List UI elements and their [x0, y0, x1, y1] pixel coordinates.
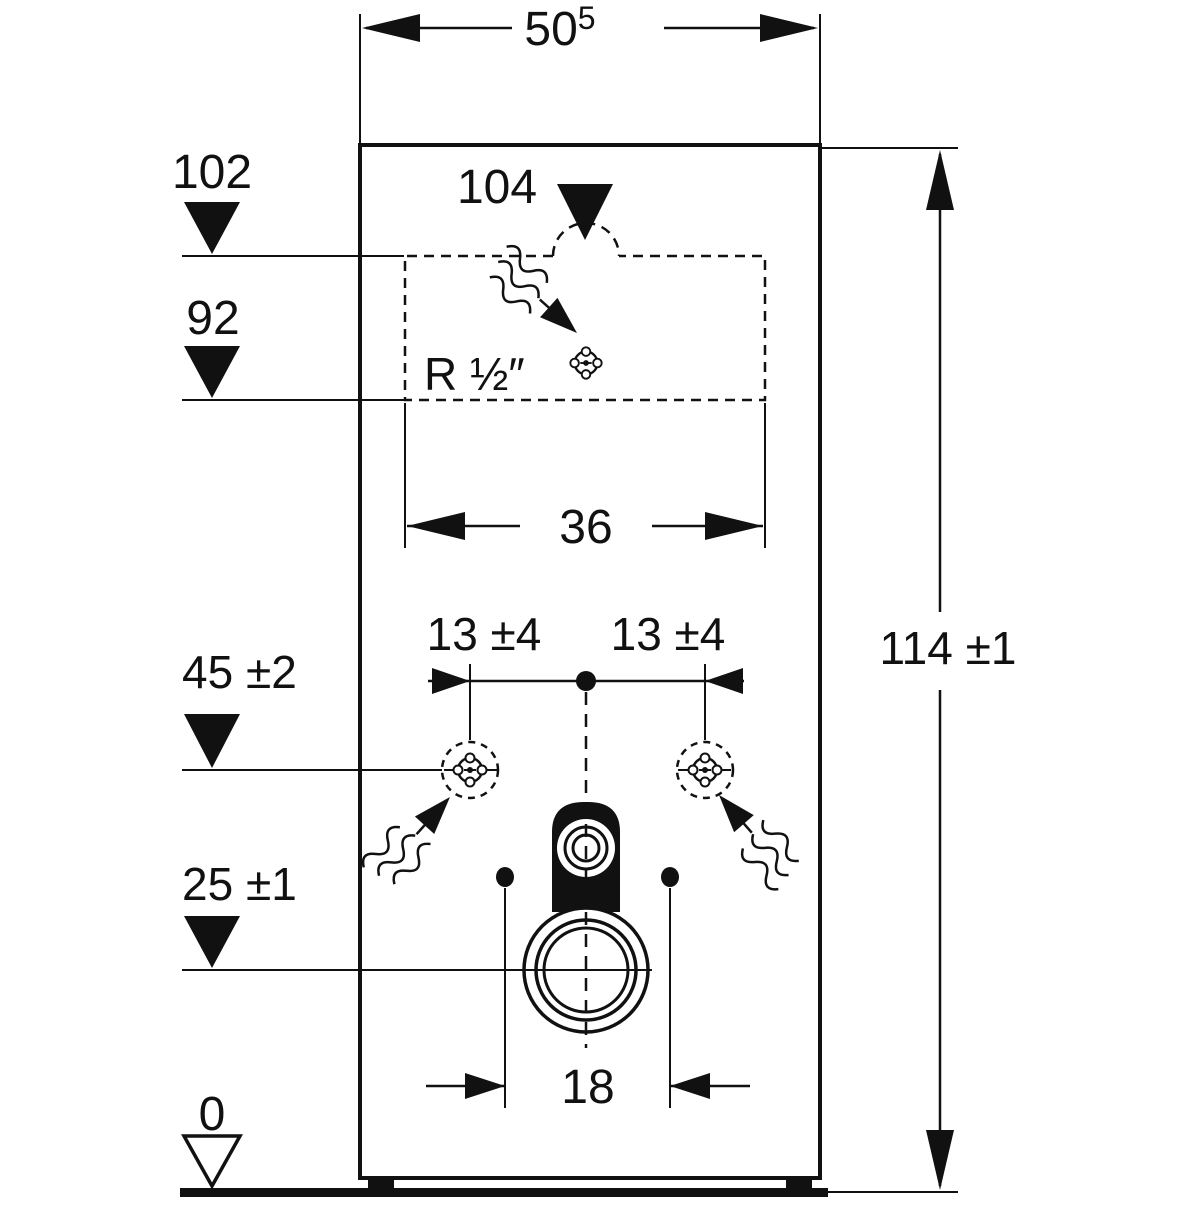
level-104-marker-icon	[557, 184, 613, 240]
dim-36-label: 36	[559, 501, 612, 554]
level-92: 92	[182, 292, 404, 401]
level-102-label: 102	[172, 146, 252, 199]
level-92-label: 92	[186, 292, 239, 345]
module-panel-outline	[358, 143, 822, 1180]
level-0: 0	[181, 1088, 243, 1190]
dim-36: 36	[404, 403, 766, 554]
center-point	[576, 671, 596, 691]
level-104-label: 104	[457, 161, 537, 214]
dim-top-width: 505	[359, 0, 821, 143]
level-45-marker-icon	[184, 714, 240, 768]
level-25-label: 25 ±1	[182, 858, 297, 910]
supply-zone-dashed-box	[403, 254, 767, 402]
water-connection-right	[675, 740, 735, 800]
panel-foot-left	[368, 1178, 394, 1189]
arrowhead-bottom-icon	[926, 1130, 954, 1190]
arrowhead-top-icon	[926, 150, 954, 210]
dim-top-width-value: 50	[524, 3, 577, 56]
arrowhead-right-icon	[705, 668, 743, 694]
arrowhead-left-icon	[465, 1073, 505, 1099]
dim-13-13: 13 ±4 13 ±4	[427, 608, 744, 740]
arrowhead-left-icon	[362, 14, 420, 42]
floor-line	[180, 1188, 828, 1197]
thread-size-label: R ½″	[424, 348, 525, 400]
level-45-label: 45 ±2	[182, 646, 297, 698]
dim-top-width-label: 505	[524, 0, 595, 56]
fixing-bolt-right	[661, 867, 679, 887]
level-25: 25 ±1	[182, 858, 652, 971]
level-0-marker-icon	[181, 1134, 243, 1190]
dim-114-label: 114 ±1	[880, 622, 1017, 674]
arrowhead-right-icon	[670, 1073, 710, 1099]
arrowhead-left-icon	[432, 668, 470, 694]
level-25-marker-icon	[184, 916, 240, 968]
dim-18-label: 18	[561, 1061, 614, 1114]
fixing-bolt-left	[496, 867, 514, 887]
panel-foot-right	[786, 1178, 812, 1189]
level-104: 104	[457, 161, 613, 240]
level-102: 102	[172, 146, 404, 257]
level-45: 45 ±2	[182, 646, 442, 771]
dim-13-right-label: 13 ±4	[611, 608, 726, 660]
dim-114: 114 ±1	[822, 147, 1017, 1190]
level-0-label: 0	[199, 1088, 226, 1141]
arrowhead-left-icon	[407, 512, 465, 540]
dim-18: 18	[426, 1061, 750, 1114]
arrowhead-right-icon	[760, 14, 818, 42]
water-connection-left	[440, 740, 500, 800]
level-102-marker-icon	[184, 202, 240, 254]
level-92-marker-icon	[184, 346, 240, 398]
arrowhead-right-icon	[705, 512, 763, 540]
dim-top-width-superscript: 5	[578, 0, 596, 36]
dim-13-left-label: 13 ±4	[427, 608, 542, 660]
